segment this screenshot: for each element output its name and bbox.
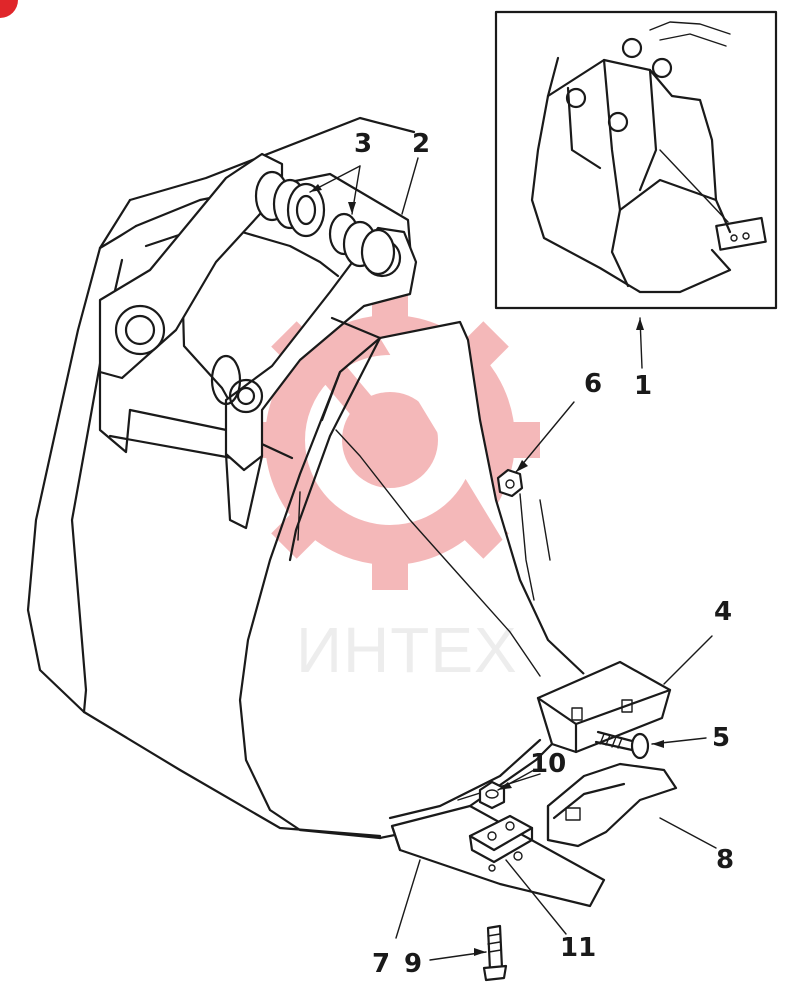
main-bucket: [26, 116, 585, 840]
callout-3: 3: [354, 129, 372, 159]
watermark-logo: ИНТЕХ: [240, 290, 540, 686]
part-4-side-cutter: [536, 660, 672, 754]
callout-9: 9: [404, 949, 422, 979]
part-9-bolt: [482, 924, 508, 982]
corner-badge: [0, 0, 18, 18]
part-8-tooth: [546, 762, 678, 848]
part-5-bolt: [594, 730, 650, 760]
leader-lines: [309, 157, 717, 961]
callout-6: 6: [584, 369, 602, 399]
part-6-nut: [496, 468, 524, 498]
callout-5: 5: [712, 723, 730, 753]
part-10-nut: [478, 780, 506, 810]
bushing-left: [254, 170, 326, 238]
callout-11: 11: [560, 933, 596, 963]
callout-labels: 1 2 3 4 5 6 7 8 9 10 11: [354, 129, 734, 979]
part-11-clamp-plate: [468, 814, 534, 864]
callout-7: 7: [372, 949, 390, 979]
bushing-right: [328, 212, 396, 276]
inset-assembly: [494, 10, 778, 310]
callout-4: 4: [714, 597, 732, 627]
callout-1: 1: [634, 371, 652, 401]
callout-8: 8: [716, 845, 734, 875]
callout-10: 10: [530, 749, 566, 779]
callout-2: 2: [412, 129, 430, 159]
watermark-text: ИНТЕХ: [296, 614, 518, 686]
